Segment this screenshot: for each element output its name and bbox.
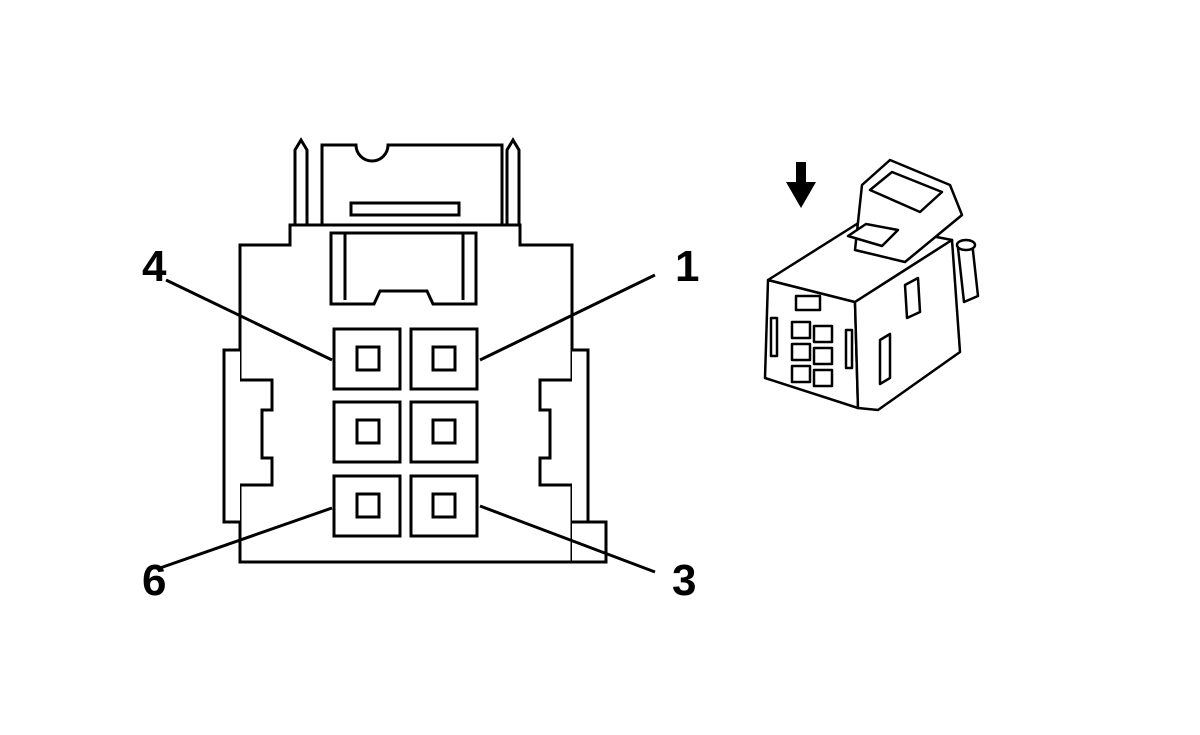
left-latch-tab: [293, 137, 309, 227]
iso-cavity-e: [790, 364, 812, 384]
cavity-5-terminal: [355, 418, 381, 445]
cavity-3-terminal: [431, 492, 457, 519]
iso-side-slot: [878, 332, 892, 386]
connector-face-view: 4 1 6 3: [142, 137, 699, 605]
pin-label-1: 1: [675, 242, 699, 291]
iso-side-rib: [903, 276, 922, 320]
leader-line-3: [479, 504, 656, 574]
iso-front-slot-left: [769, 316, 779, 358]
leader-line-4: [165, 278, 333, 362]
left-side-clip: [240, 378, 274, 487]
lock-window: [329, 231, 478, 306]
connector-3d-view: [763, 158, 980, 412]
pin-label-6: 6: [142, 556, 166, 605]
right-latch-tab: [505, 137, 521, 227]
corner-key: [572, 520, 608, 564]
cavity-6-terminal: [355, 492, 381, 519]
leader-line-1: [479, 273, 656, 362]
iso-cavity-a: [790, 320, 812, 340]
iso-cavity-d: [812, 346, 834, 366]
iso-cavity-b: [812, 324, 834, 344]
leader-line-6: [159, 506, 333, 570]
iso-latch-pad: [846, 222, 900, 248]
cavity-2-terminal: [431, 418, 457, 445]
lock-window-inner: [343, 233, 465, 300]
iso-cavity-f: [812, 368, 834, 388]
connector-body: [238, 223, 574, 564]
right-side-rail: [572, 348, 590, 524]
iso-latch-top: [868, 170, 944, 214]
cavity-1-terminal: [431, 345, 457, 372]
left-side-rail: [222, 348, 240, 524]
cavity-4-terminal: [355, 345, 381, 372]
iso-cavity-c: [790, 342, 812, 362]
cavity-5: [332, 400, 402, 464]
down-arrow-icon: [786, 162, 816, 208]
pin-label-4: 4: [142, 242, 167, 291]
right-side-clip: [538, 378, 572, 487]
iso-front-slot-right: [844, 328, 854, 370]
cavity-6: [332, 474, 402, 538]
pin-label-3: 3: [672, 556, 696, 605]
iso-front-window: [794, 294, 822, 312]
latch-slot: [349, 201, 461, 217]
cavity-2: [409, 400, 479, 464]
cavity-grid: [332, 327, 479, 538]
iso-side-post-cap: [955, 238, 977, 252]
